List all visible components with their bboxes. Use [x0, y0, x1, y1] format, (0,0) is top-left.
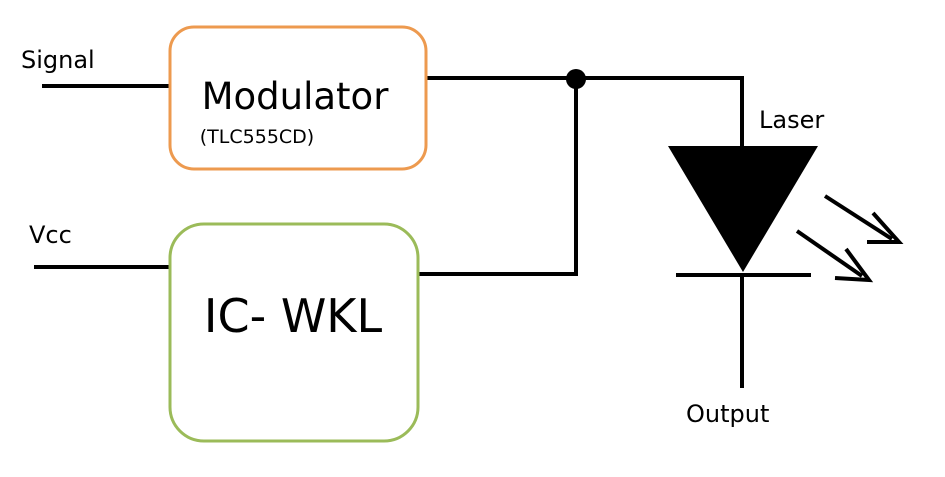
light-emission-arrows-icon	[795, 194, 904, 283]
signal-label: Signal	[21, 46, 95, 74]
ic-wkl-block	[168, 222, 420, 443]
junction-dot-icon	[566, 69, 586, 89]
laser-diode-icon	[668, 146, 818, 388]
emission-arrow-lower	[795, 229, 864, 278]
emission-arrow-upper	[823, 194, 894, 241]
modulator-title: Modulator	[202, 75, 390, 118]
ic-wkl-title: IC- WKL	[204, 289, 383, 343]
modulator-block	[168, 25, 428, 171]
emission-arrow-upper-head	[867, 211, 904, 244]
modulator-subtitle: (TLC555CD)	[200, 126, 314, 148]
vcc-label: Vcc	[29, 221, 72, 249]
output-label: Output	[686, 400, 769, 428]
laser-label: Laser	[759, 106, 824, 134]
laser-diode-triangle	[668, 146, 818, 272]
emission-arrow-lower-head	[834, 247, 874, 283]
